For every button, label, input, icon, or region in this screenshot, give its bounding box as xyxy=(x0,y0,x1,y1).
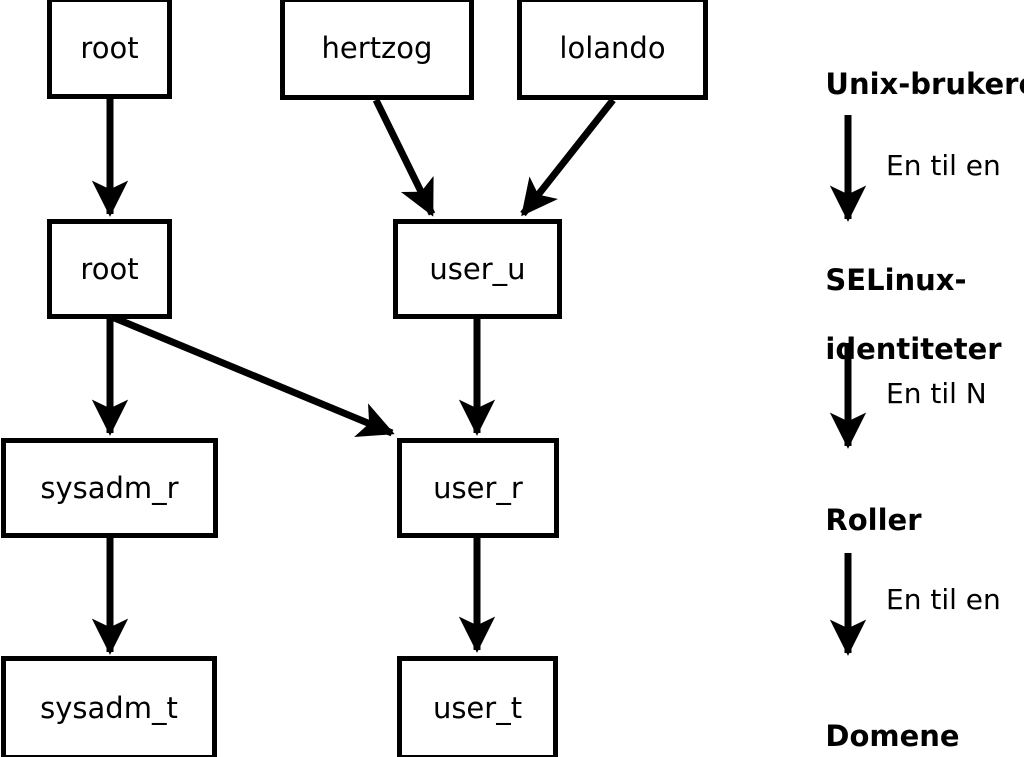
edge-lolando-to-user-u xyxy=(520,97,616,217)
node-role-user-r[interactable]: user_r xyxy=(397,438,559,538)
node-selinux-user-u[interactable]: user_u xyxy=(393,219,562,319)
legend-relation-label: En til en xyxy=(886,583,1001,616)
node-label: lolando xyxy=(559,31,666,65)
legend-relation-label: En til N xyxy=(886,377,987,410)
node-label: user_r xyxy=(433,470,523,505)
node-unix-lolando[interactable]: lolando xyxy=(517,0,708,100)
node-unix-hertzog[interactable]: hertzog xyxy=(280,0,474,100)
node-domain-sysadm-t[interactable]: sysadm_t xyxy=(1,656,217,757)
legend-level-label-line1: SELinux- xyxy=(825,263,967,298)
node-label: sysadm_r xyxy=(40,470,179,505)
node-label: root xyxy=(80,30,139,65)
node-label: sysadm_t xyxy=(40,690,178,725)
legend-relation-one-to-n: En til N xyxy=(886,380,987,408)
node-label: root xyxy=(80,251,139,286)
edge-hertzog-to-user-u xyxy=(372,98,436,217)
legend-level-roller: Roller xyxy=(785,469,922,572)
node-label: hertzog xyxy=(321,31,433,65)
node-domain-user-t[interactable]: user_t xyxy=(397,656,558,757)
legend-level-domene: Domene xyxy=(785,685,960,757)
node-label: user_u xyxy=(429,251,526,286)
node-label: user_t xyxy=(432,690,523,725)
legend-level-label-line2: identiteter xyxy=(825,331,1002,366)
legend-relation-one-to-one-bottom: En til en xyxy=(886,586,1001,614)
legend-relation-label: En til en xyxy=(886,149,1001,182)
legend-level-label: Unix-brukere xyxy=(825,67,1024,102)
node-selinux-root[interactable]: root xyxy=(47,219,172,319)
edge-sel-root-to-user-r xyxy=(110,313,395,437)
legend-level-unix-brukere: Unix-brukere xyxy=(785,33,1024,136)
legend-level-label: Roller xyxy=(825,503,922,538)
legend-level-selinux-identiteter: SELinux- identiteter xyxy=(785,229,1002,400)
legend-relation-one-to-one-top: En til en xyxy=(886,152,1001,180)
node-role-sysadm-r[interactable]: sysadm_r xyxy=(1,438,218,538)
node-unix-root[interactable]: root xyxy=(47,0,172,99)
legend-level-label: Domene xyxy=(825,719,960,754)
